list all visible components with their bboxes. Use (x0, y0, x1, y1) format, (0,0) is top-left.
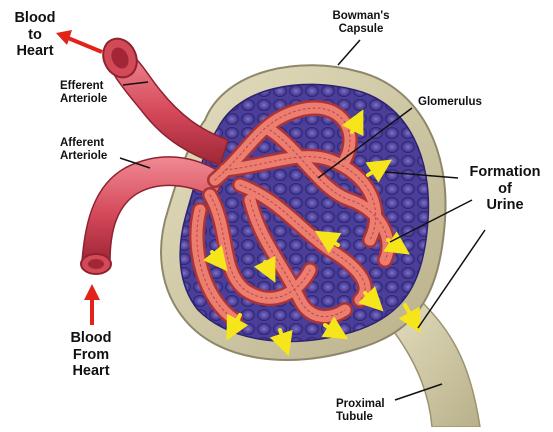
blood-out-arrow (68, 38, 102, 52)
label-glomerulus: Glomerulus (418, 96, 482, 109)
label-proximal-tubule: Proximal Tubule (336, 398, 385, 424)
label-efferent-arteriole: Efferent Arteriole (60, 80, 107, 106)
label-blood-from-heart: Blood From Heart (62, 330, 120, 380)
blood-flow-arrows (56, 30, 102, 325)
label-blood-to-heart: Blood to Heart (12, 10, 58, 60)
label-afferent-arteriole: Afferent Arteriole (60, 137, 107, 163)
label-bowmans-capsule: Bowman's Capsule (326, 10, 396, 36)
capsule-leader (338, 40, 360, 65)
blood-in-arrowhead (84, 284, 100, 300)
label-formation-of-urine: Formation of Urine (460, 164, 550, 214)
